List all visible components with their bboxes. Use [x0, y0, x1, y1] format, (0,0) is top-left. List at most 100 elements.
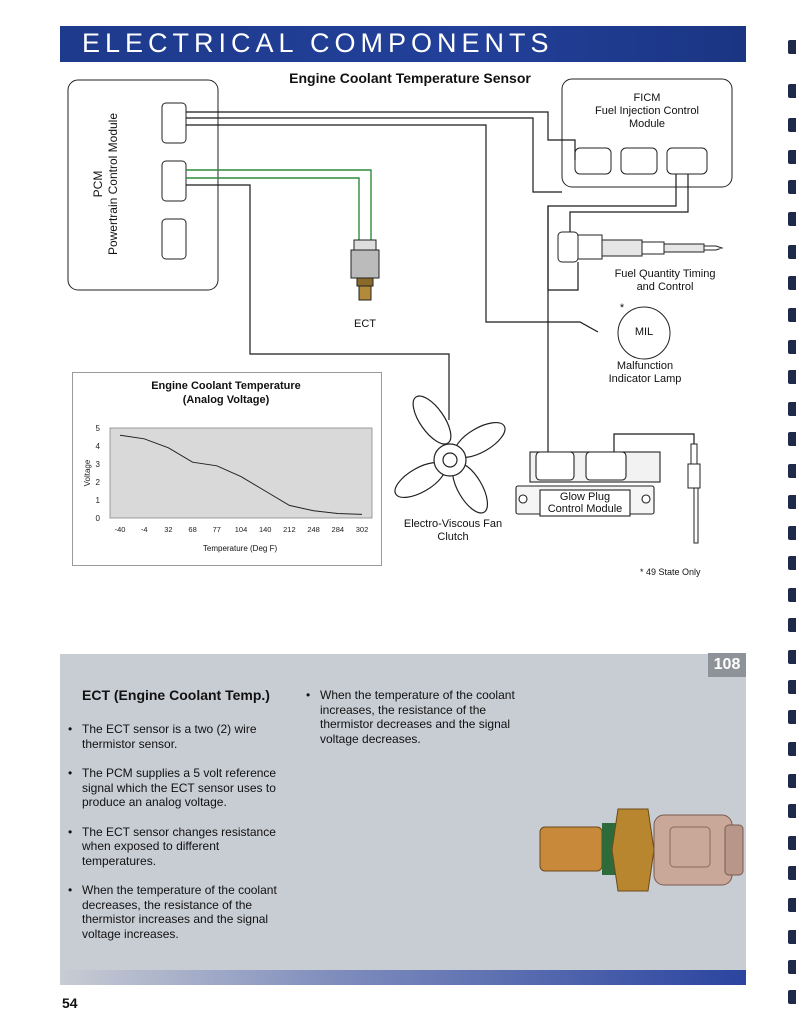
- ect-signal-wires: [186, 169, 372, 240]
- edge-tab: [788, 276, 796, 290]
- slide-number-badge: 108: [708, 653, 746, 677]
- panel-bottom-bar: [60, 970, 746, 985]
- edge-tab: [788, 308, 796, 322]
- glow-plug-module-label: Glow Plug Control Module: [540, 491, 630, 515]
- fuel-injector-drawing: [557, 231, 724, 263]
- edge-tab: [788, 402, 796, 416]
- bullet-item: When the temperature of the coolant decr…: [68, 883, 283, 941]
- ficm-label-line1: FICM: [633, 92, 661, 104]
- ect-label: ECT: [354, 318, 376, 330]
- chart-x-tick-label: -4: [141, 525, 148, 534]
- mil-label: MIL: [634, 326, 654, 338]
- edge-tab: [788, 495, 796, 509]
- chart-x-tick-label: -40: [115, 525, 126, 534]
- page-header-title: ELECTRICAL COMPONENTS: [82, 28, 554, 58]
- edge-tab: [788, 742, 796, 756]
- fan-clutch-drawing: [394, 395, 506, 514]
- chart-x-tick-label: 302: [356, 525, 369, 534]
- chart-x-tick-label: 140: [259, 525, 272, 534]
- mil-caption-line1: Malfunction: [616, 360, 674, 372]
- chart-x-tick-label: 77: [213, 525, 221, 534]
- diagram-title: Engine Coolant Temperature Sensor: [289, 70, 531, 86]
- mil-asterisk: *: [619, 302, 625, 314]
- mil-caption-line2: Indicator Lamp: [608, 373, 682, 385]
- mil-lamp-drawing: [617, 306, 671, 360]
- chart-y-tick-label: 1: [96, 496, 101, 505]
- glow-label-line2: Control Module: [547, 503, 623, 515]
- chart-x-tick-label: 284: [332, 525, 345, 534]
- ficm-label-line3: Module: [628, 118, 666, 130]
- edge-tab: [788, 150, 796, 164]
- fan-label-line2: Clutch: [437, 531, 469, 543]
- header-banner: [60, 26, 746, 62]
- glow-label-line1: Glow Plug: [559, 491, 611, 503]
- edge-tab: [788, 680, 796, 694]
- edge-tab: [788, 588, 796, 602]
- edge-tab: [788, 618, 796, 632]
- left-bullet-list: The ECT sensor is a two (2) wire thermis…: [68, 722, 283, 956]
- ficm-label-line2: Fuel Injection Control: [595, 105, 699, 117]
- mil-caption: Malfunction Indicator Lamp: [590, 360, 700, 386]
- ficm-connector-1: [574, 147, 612, 175]
- ect-sensor-photo: [539, 808, 744, 892]
- edge-tab: [788, 650, 796, 664]
- ficm-connector-2: [620, 147, 658, 175]
- chart-x-tick-label: 248: [307, 525, 320, 534]
- ficm-label: FICM Fuel Injection Control Module: [562, 92, 732, 131]
- chart-x-axis-label: Temperature (Deg F): [202, 544, 278, 553]
- chart-y-tick-label: 5: [96, 424, 101, 433]
- chart-x-tick-label: 212: [283, 525, 296, 534]
- edge-tab: [788, 432, 796, 446]
- ficm-connector-3: [666, 147, 708, 175]
- chart-x-tick-label: 32: [164, 525, 172, 534]
- chart-x-tick-label: 68: [188, 525, 196, 534]
- edge-tab: [788, 464, 796, 478]
- edge-tab: [788, 710, 796, 724]
- pcm-label-line1: PCM: [91, 170, 105, 198]
- edge-tab: [788, 866, 796, 880]
- edge-tab: [788, 804, 796, 818]
- fan-label-line1: Electro-Viscous Fan: [403, 518, 503, 530]
- chart-y-tick-label: 3: [96, 460, 101, 469]
- chart-series-line: [119, 434, 363, 515]
- edge-tab: [788, 960, 796, 974]
- edge-tab: [788, 370, 796, 384]
- edge-tab: [788, 526, 796, 540]
- chart-title-line1: Engine Coolant Temperature: [151, 380, 301, 392]
- glow-plug-drawing: [687, 443, 701, 544]
- pcm-connector-1: [161, 102, 187, 144]
- fan-wire: [186, 184, 450, 420]
- edge-tab: [788, 898, 796, 912]
- footnote: * 49 State Only: [640, 567, 701, 577]
- chart-y-tick-label: 4: [96, 442, 101, 451]
- injector-label: Fuel Quantity Timing and Control: [600, 268, 730, 294]
- injector-label-line2: and Control: [636, 281, 694, 293]
- chart-title: Engine Coolant Temperature (Analog Volta…: [120, 379, 332, 407]
- pcm-connector-2: [161, 160, 187, 202]
- edge-tab: [788, 40, 796, 54]
- edge-tab: [788, 556, 796, 570]
- bullet-item: The PCM supplies a 5 volt reference sign…: [68, 766, 283, 810]
- edge-tab: [788, 930, 796, 944]
- injector-label-line1: Fuel Quantity Timing: [614, 268, 716, 280]
- edge-tab: [788, 245, 796, 259]
- section-heading: ECT (Engine Coolant Temp.): [82, 687, 270, 703]
- bullet-item: When the temperature of the coolant incr…: [306, 688, 521, 746]
- edge-tab: [788, 84, 796, 98]
- page-number: 54: [62, 995, 78, 1011]
- edge-tab: [788, 212, 796, 226]
- ect-sensor-drawing: [350, 239, 380, 301]
- edge-tab: [788, 774, 796, 788]
- right-bullet-list: When the temperature of the coolant incr…: [306, 688, 521, 761]
- wiring-diagram: [67, 78, 733, 544]
- glow-plug-module-drawing: [515, 451, 661, 517]
- edge-tab: [788, 180, 796, 194]
- bullet-item: The ECT sensor is a two (2) wire thermis…: [68, 722, 283, 751]
- bullet-item: The ECT sensor changes resistance when e…: [68, 825, 283, 869]
- glow-plug-wires: [547, 206, 695, 452]
- pcm-label: PCM Powertrain Control Module: [91, 89, 123, 279]
- edge-tab: [788, 836, 796, 850]
- ficm-wires: [186, 111, 599, 333]
- edge-tab: [788, 990, 796, 1004]
